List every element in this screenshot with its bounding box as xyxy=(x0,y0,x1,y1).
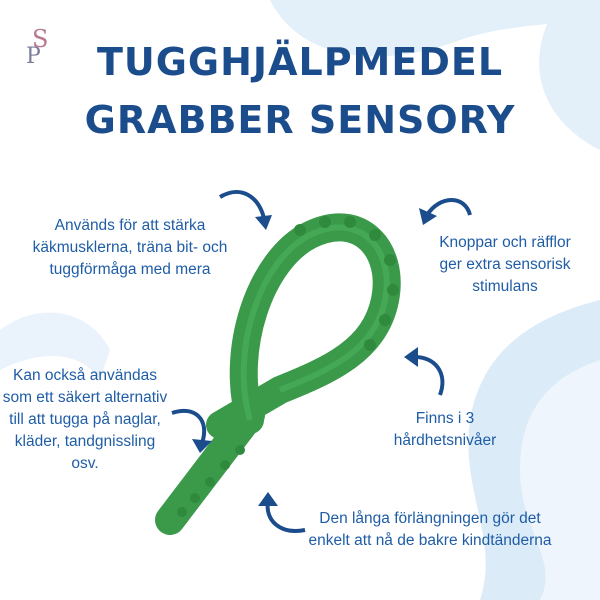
title-line-1: TUGGHJÄLPMEDEL xyxy=(96,40,504,84)
arrow-icon xyxy=(171,408,212,453)
svg-text:S: S xyxy=(32,25,48,53)
note-jaw-training: Används för att stärka käkmusklerna, trä… xyxy=(32,217,228,278)
brand-logo: S P xyxy=(26,25,48,65)
note-sensory: Knoppar och räfflor ger extra sensorisk … xyxy=(439,234,571,295)
arrow-icon xyxy=(404,347,445,396)
title-line-2: GRABBER SENSORY xyxy=(84,98,516,142)
note-safe-alternative: Kan också användas som ett säkert altern… xyxy=(2,367,168,472)
svg-text:P: P xyxy=(26,44,41,65)
note-long-extension: Den långa förlängningen gör det enkelt a… xyxy=(308,510,552,549)
arrow-icon xyxy=(218,190,272,230)
note-hardness-levels: Finns i 3 hårdhetsnivåer xyxy=(393,410,497,449)
arrow-icon xyxy=(258,492,306,533)
chewing-tool-image xyxy=(155,213,401,535)
arrow-icon xyxy=(419,198,472,225)
